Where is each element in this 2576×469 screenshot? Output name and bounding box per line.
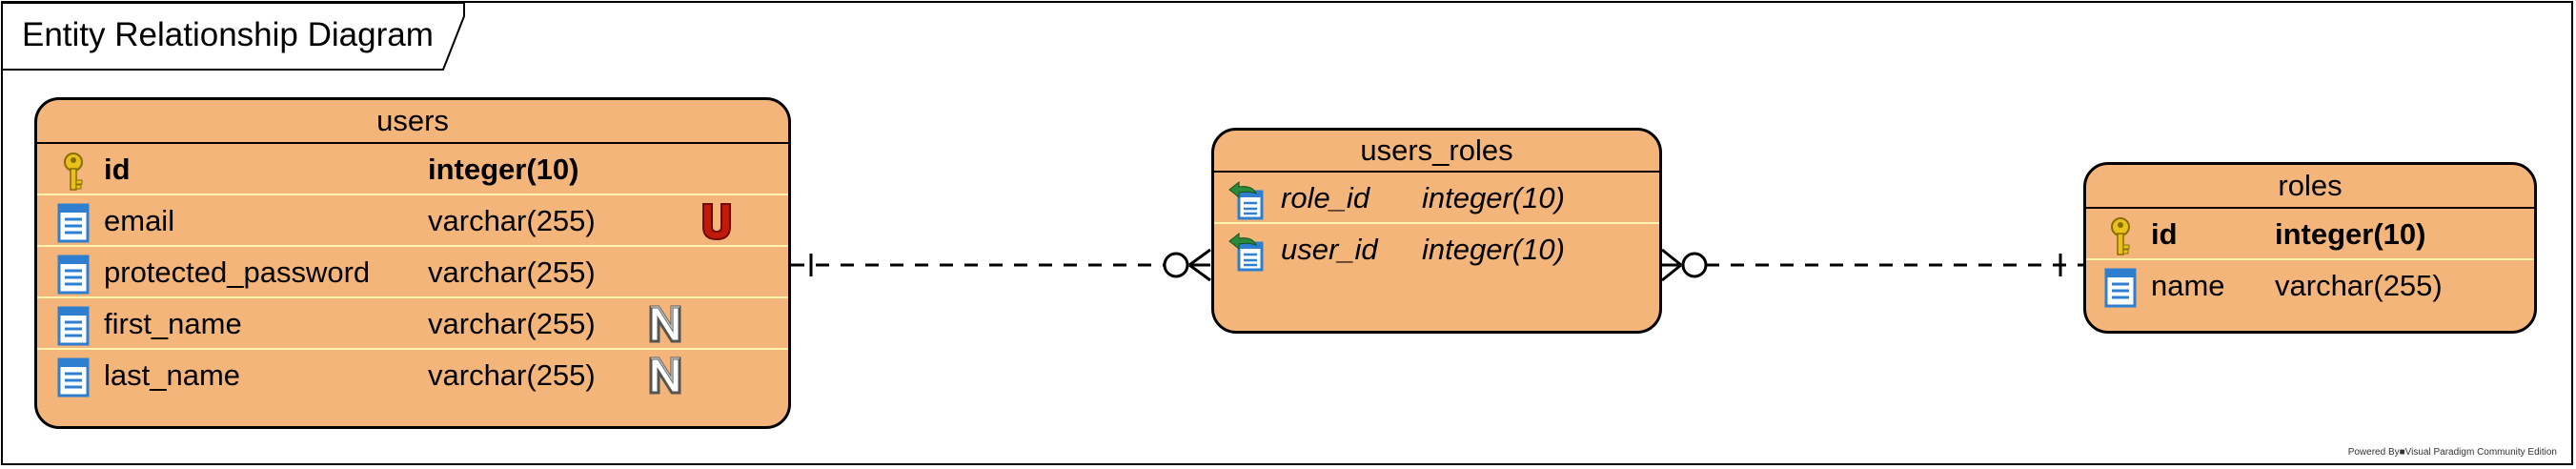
column-name: protected_password [104, 255, 371, 289]
column-type: integer(10) [428, 153, 579, 186]
column-icon [56, 357, 91, 398]
entity-roles[interactable]: roles id integer(10) name varchar(2 [2083, 162, 2537, 334]
diagram-title-tab: Entity Relationship Diagram [3, 3, 466, 71]
column-icon [56, 203, 91, 243]
column-name: id [2151, 217, 2178, 251]
nullable-icon [647, 356, 683, 396]
column-type: varchar(255) [2275, 269, 2443, 302]
users-column-first-name[interactable]: first_name varchar(255) [37, 298, 788, 350]
column-type: varchar(255) [428, 307, 596, 340]
entity-users[interactable]: users id integer(10) email varchar( [34, 97, 791, 429]
relationship-roles-users-roles [1661, 248, 2087, 282]
column-name: first_name [104, 307, 242, 340]
roles-column-name[interactable]: name varchar(255) [2086, 260, 2534, 312]
nullable-icon [647, 304, 683, 344]
column-icon [2103, 268, 2138, 308]
column-name: id [104, 153, 131, 186]
primary-key-icon [56, 152, 91, 191]
users-roles-column-role-id[interactable]: role_id integer(10) [1214, 173, 1659, 224]
entity-users-roles-name: users_roles [1214, 131, 1659, 173]
entity-roles-name: roles [2086, 165, 2534, 209]
users-column-id[interactable]: id integer(10) [37, 144, 788, 195]
powered-by-footer: Powered By■Visual Paradigm Community Edi… [2347, 447, 2557, 458]
foreign-key-icon [1227, 232, 1269, 272]
roles-column-id[interactable]: id integer(10) [2086, 209, 2534, 260]
diagram-title: Entity Relationship Diagram [22, 16, 434, 53]
users-roles-column-user-id[interactable]: user_id integer(10) [1214, 224, 1659, 275]
primary-key-icon [2103, 216, 2138, 255]
users-column-protected-password[interactable]: protected_password varchar(255) [37, 247, 788, 298]
column-name: last_name [104, 358, 241, 392]
column-type: varchar(255) [428, 204, 596, 237]
column-type: integer(10) [1422, 181, 1565, 214]
column-icon [56, 255, 91, 295]
column-icon [56, 306, 91, 346]
users-column-email[interactable]: email varchar(255) [37, 195, 788, 247]
column-name: name [2151, 269, 2225, 302]
column-type: varchar(255) [428, 255, 596, 289]
relationship-users-users-roles [791, 248, 1211, 282]
column-type: integer(10) [1422, 233, 1565, 266]
users-column-last-name[interactable]: last_name varchar(255) [37, 350, 788, 401]
entity-users-roles[interactable]: users_roles role_id integer(10) [1211, 128, 1662, 334]
column-type: varchar(255) [428, 358, 596, 392]
unique-constraint-icon [699, 201, 735, 241]
column-name: email [104, 204, 175, 237]
entity-users-name: users [37, 100, 788, 144]
column-type: integer(10) [2275, 217, 2426, 251]
column-name: role_id [1281, 181, 1370, 214]
column-name: user_id [1281, 233, 1378, 266]
foreign-key-icon [1227, 180, 1269, 220]
